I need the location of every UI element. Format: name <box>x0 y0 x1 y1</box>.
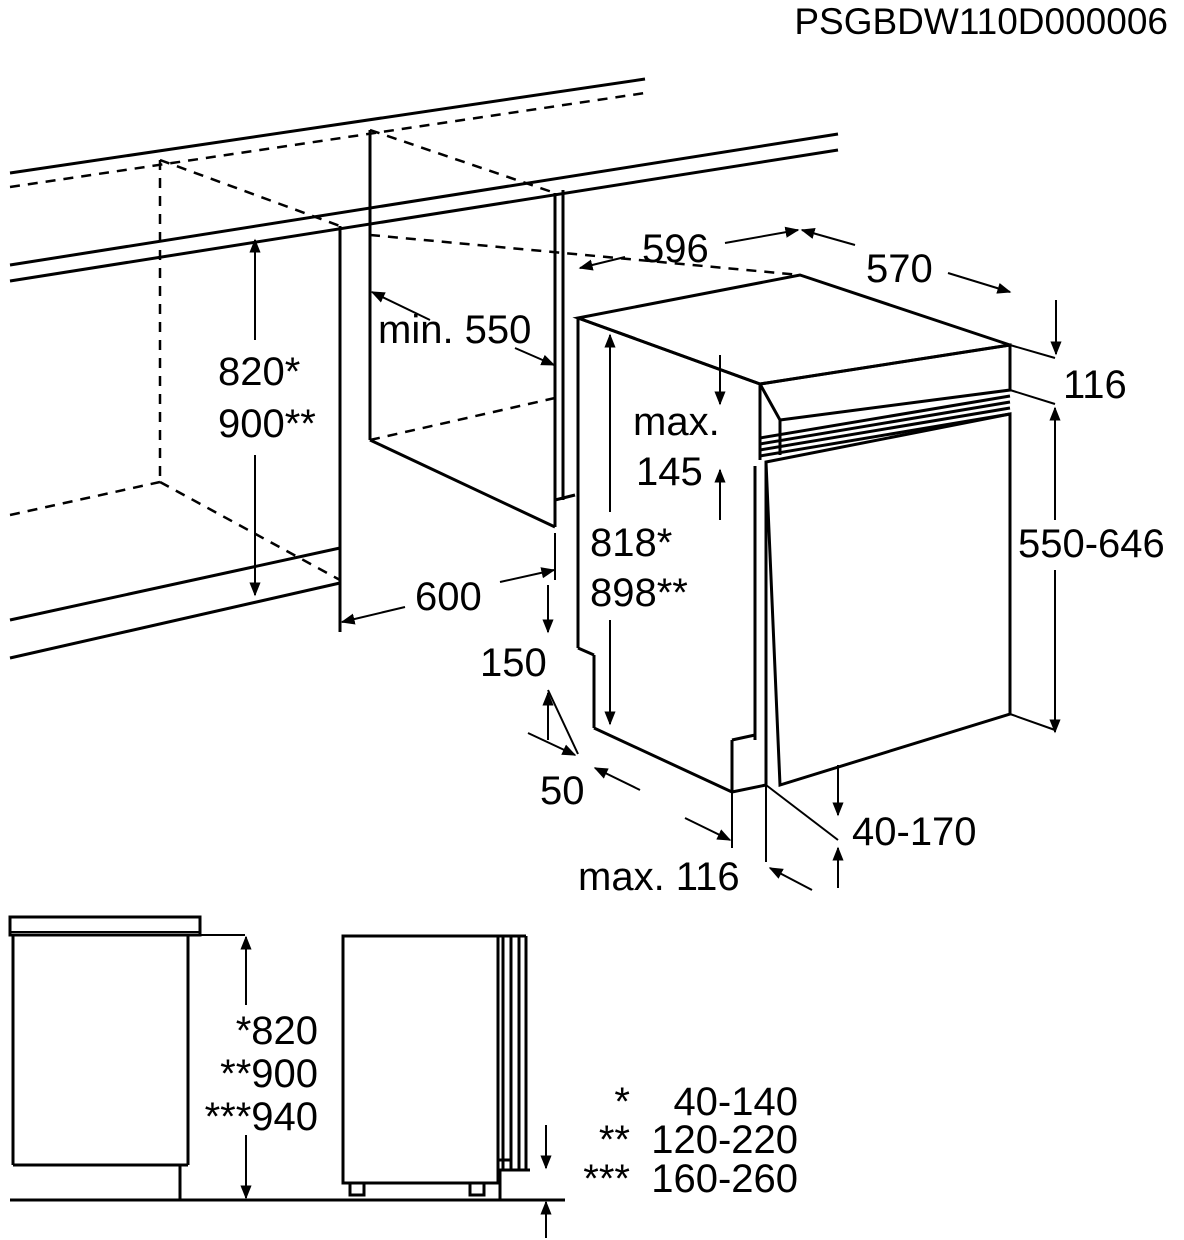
foot-value-2: 120-220 <box>651 1118 798 1162</box>
foot-value-3: 160-260 <box>651 1157 798 1201</box>
plinth-gap-label: 40-170 <box>852 810 977 854</box>
dimension-labels: 820* 900** min. 550 600 596 570 116 max.… <box>218 227 1165 899</box>
foot-mark-1: * <box>614 1080 630 1124</box>
appliance-width-label: 596 <box>642 227 709 271</box>
plinth-offset-label: max. 116 <box>578 855 740 899</box>
cabinet-height-label-2: 900** <box>218 402 316 446</box>
side-view-labels: *820 **900 ***940 * 40-140 ** 120-220 **… <box>205 1009 798 1201</box>
niche-depth-label: min. 550 <box>378 308 531 352</box>
appliance-height-label-2: 898** <box>590 571 688 615</box>
appliance-depth-label: 570 <box>866 247 933 291</box>
dimension-arrows <box>249 226 1062 891</box>
panel-top-label-1: max. <box>633 400 720 444</box>
niche-width-label: 600 <box>415 575 482 619</box>
side-view <box>8 915 565 1238</box>
appliance-height-label-1: 818* <box>590 521 672 565</box>
foot-value-1: 40-140 <box>673 1080 798 1124</box>
foot-mark-2: ** <box>599 1118 630 1162</box>
cabinet-height-label-1: 820* <box>218 350 300 394</box>
side-height-label-3: ***940 <box>205 1095 318 1139</box>
plinth-depth-label: 50 <box>540 769 585 813</box>
foot-mark-3: *** <box>583 1157 630 1201</box>
worktop-gap-label: 116 <box>1063 363 1127 407</box>
side-height-label-2: **900 <box>220 1052 318 1096</box>
diagram-code: PSGBDW110D000006 <box>794 1 1168 42</box>
plinth-height-label: 150 <box>480 641 547 685</box>
panel-top-label-2: 145 <box>636 450 703 494</box>
side-height-label-1: *820 <box>236 1009 318 1053</box>
door-height-label: 550-646 <box>1018 522 1165 566</box>
dishwasher-appliance <box>547 273 1056 862</box>
